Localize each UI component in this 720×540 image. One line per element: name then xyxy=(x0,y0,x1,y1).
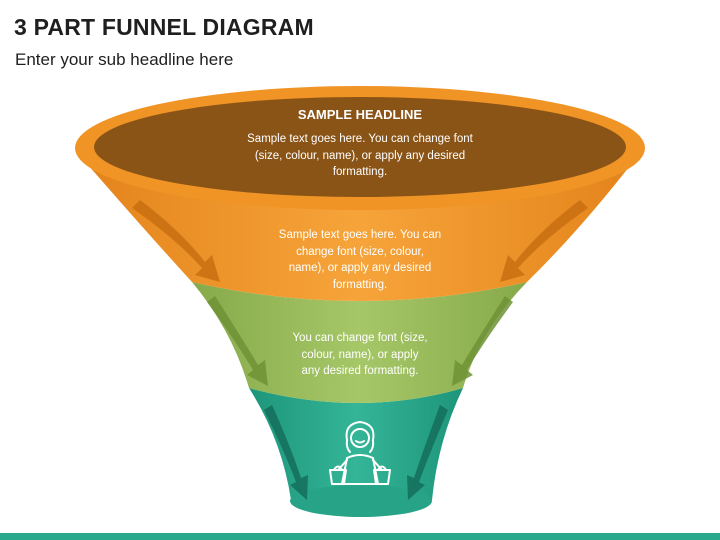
shopper-with-bags-icon xyxy=(329,421,391,485)
funnel-text-top-line: (size, colour, name), or apply any desir… xyxy=(254,149,466,162)
funnel-text-middle: Sample text goes here. You can change fo… xyxy=(240,227,480,293)
funnel-text-top: Sample text goes here. You can change fo… xyxy=(215,131,505,181)
arrow-teal-right xyxy=(407,405,448,500)
funnel-text-lower-line: You can change font (size, xyxy=(292,332,428,344)
footer-accent-bar xyxy=(0,533,720,540)
arrow-green-left xyxy=(207,296,268,386)
arrow-green-right xyxy=(452,296,513,386)
page-title: 3 PART FUNNEL DIAGRAM xyxy=(14,14,314,40)
arrow-orange-right xyxy=(500,200,588,282)
funnel-text-top-line: Sample text goes here. You can change fo… xyxy=(247,133,473,145)
funnel-text-middle-line: change font (size, colour, xyxy=(296,245,424,258)
page-subtitle: Enter your sub headline here xyxy=(15,50,234,69)
funnel-text-middle-line: Sample text goes here. You can xyxy=(278,229,442,241)
funnel-rim-inner xyxy=(94,97,626,197)
funnel-text-top-line: formatting. xyxy=(332,166,388,178)
funnel-text-lower-line: colour, name), or apply xyxy=(301,348,419,361)
funnel-text-lower: You can change font (size, colour, name)… xyxy=(255,330,465,380)
funnel-text-middle-line: name), or apply any desired xyxy=(288,262,432,274)
arrow-orange-left xyxy=(132,200,220,282)
funnel-segment-lower-base xyxy=(290,485,432,517)
funnel-text-middle-line: formatting. xyxy=(332,278,388,291)
arrow-teal-left xyxy=(264,405,308,500)
funnel-text-lower-line: any desired formatting. xyxy=(301,365,419,377)
funnel-headline: SAMPLE HEADLINE xyxy=(297,107,423,122)
funnel-segment-middle xyxy=(192,282,527,403)
